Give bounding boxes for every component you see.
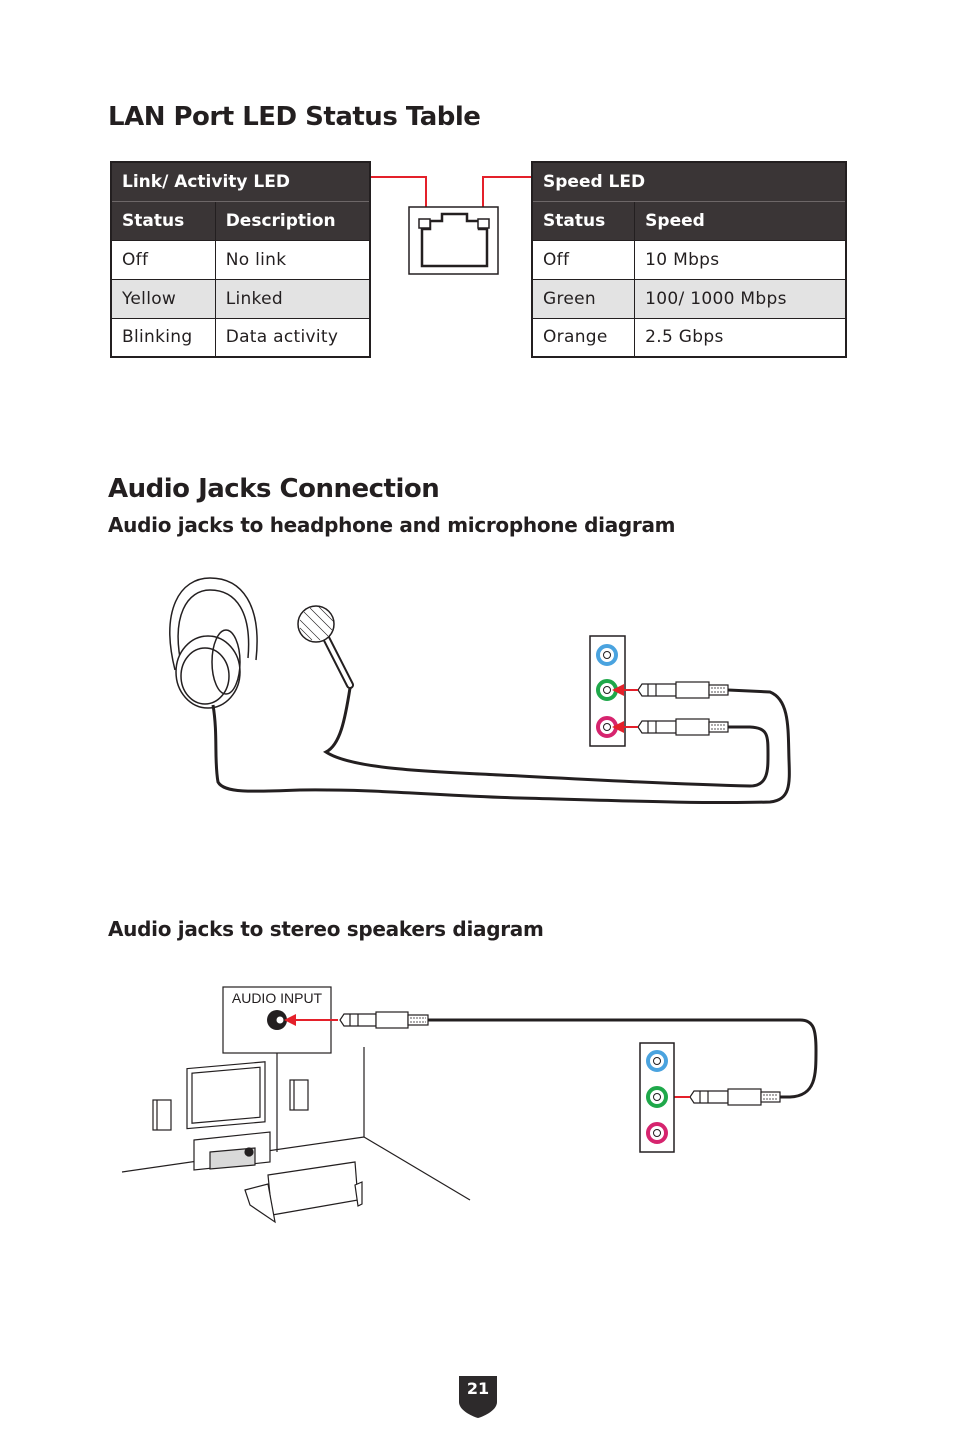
table-cell: Linked xyxy=(214,278,371,319)
table-row: Yellow Linked xyxy=(110,278,371,319)
table-row: Blinking Data activity xyxy=(110,317,371,358)
audio-plug-icon xyxy=(339,1011,429,1029)
table-cell: 100/ 1000 Mbps xyxy=(634,278,847,319)
speed-table-header-speed: Speed xyxy=(634,200,847,241)
microphone-icon xyxy=(297,605,354,689)
lan-port-icon xyxy=(408,206,499,275)
tv-cabinet-icon xyxy=(193,1131,271,1171)
monitor-icon xyxy=(186,1061,266,1130)
audio-input-label: AUDIO INPUT xyxy=(232,990,323,1006)
link-table-title: Link/ Activity LED xyxy=(110,161,371,202)
link-table-header-description: Description xyxy=(214,200,371,241)
headphone-diagram-title: Audio jacks to headphone and microphone … xyxy=(108,513,676,537)
table-cell: Yellow xyxy=(110,278,216,319)
audio-jack-panel-icon xyxy=(639,1042,675,1153)
page-number: 21 xyxy=(466,1379,490,1398)
sofa-icon xyxy=(244,1161,363,1224)
link-activity-led-table: Link/ Activity LED Status Description Of… xyxy=(110,161,371,358)
table-cell: Green xyxy=(531,278,636,319)
table-row: Off No link xyxy=(110,239,371,280)
table-cell: 2.5 Gbps xyxy=(634,317,847,358)
connection-arrow-icon xyxy=(612,684,638,733)
audio-plug-icon xyxy=(637,718,729,736)
table-cell: Data activity xyxy=(214,317,371,358)
table-cell: Blinking xyxy=(110,317,216,358)
audio-section-title: Audio Jacks Connection xyxy=(108,474,440,504)
table-row: Orange 2.5 Gbps xyxy=(531,317,847,358)
table-row: Green 100/ 1000 Mbps xyxy=(531,278,847,319)
lan-port-diagram xyxy=(371,176,531,275)
table-cell: Off xyxy=(531,239,636,280)
table-cell: Orange xyxy=(531,317,636,358)
microphone-cable xyxy=(323,687,770,788)
headphone-icon xyxy=(169,577,258,709)
headphone-cable xyxy=(211,688,791,805)
speaker-icon xyxy=(152,1079,309,1131)
speaker-cable xyxy=(428,1018,818,1099)
table-cell: No link xyxy=(214,239,371,280)
speaker-diagram-title: Audio jacks to stereo speakers diagram xyxy=(108,917,544,941)
connection-arrow-icon xyxy=(284,1014,338,1026)
audio-plug-icon xyxy=(689,1088,781,1106)
speed-led-table: Speed LED Status Speed Off 10 Mbps Green… xyxy=(531,161,847,358)
audio-plug-icon xyxy=(637,681,729,699)
stereo-speakers-diagram: AUDIO INPUT xyxy=(121,986,818,1224)
lan-section-title: LAN Port LED Status Table xyxy=(108,102,481,132)
link-table-header-status: Status xyxy=(110,200,216,241)
speed-table-title: Speed LED xyxy=(531,161,847,202)
headphone-microphone-diagram xyxy=(169,577,791,805)
